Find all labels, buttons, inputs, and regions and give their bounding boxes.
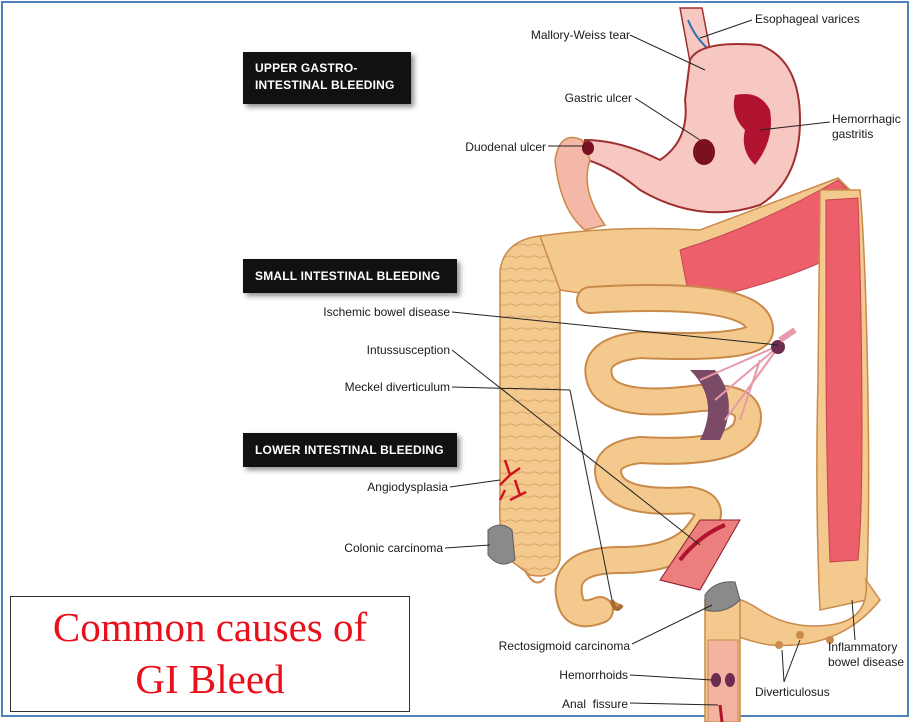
label-anal-fissure: Anal fissure	[561, 697, 628, 711]
label-colonic-carcinoma: Colonic carcinoma	[344, 541, 443, 555]
inflamed-descending	[825, 197, 863, 563]
small-intestinal-header-text: SMALL INTESTINAL BLEEDING	[255, 269, 441, 283]
label-ischemic-bowel-disease: Ischemic bowel disease	[323, 305, 450, 319]
label-hemorrhoids: Hemorrhoids	[559, 668, 628, 682]
label-rectosigmoid-carcinoma: Rectosigmoid carcinoma	[498, 639, 630, 653]
label-inflammatory-bowel-2: bowel disease	[828, 655, 905, 669]
colonic-carcinoma-mass	[487, 524, 516, 565]
label-diverticulosus: Diverticulosus	[755, 685, 830, 699]
diverticula	[775, 631, 834, 649]
label-meckel-diverticulum: Meckel diverticulum	[344, 380, 450, 394]
leader-lines	[444, 19, 856, 706]
stomach	[554, 7, 802, 231]
label-duodenal-ulcer: Duodenal ulcer	[465, 140, 546, 154]
meckel-diverticulum-pouch	[610, 599, 624, 611]
anal-canal	[707, 639, 739, 722]
caption-line2: GI Bleed	[135, 656, 285, 702]
lower-intestinal-header: LOWER INTESTINAL BLEEDING	[243, 433, 457, 467]
gastritis-patches	[733, 94, 771, 165]
lower-intestinal-header-text: LOWER INTESTINAL BLEEDING	[255, 443, 444, 457]
small-intestinal-header: SMALL INTESTINAL BLEEDING	[243, 259, 457, 293]
rectosigmoid-carcinoma-mass	[704, 581, 741, 612]
stomach-body	[578, 43, 802, 214]
label-mallory-weiss-tear: Mallory-Weiss tear	[530, 28, 630, 42]
gastric-ulcer-lesion	[693, 139, 715, 165]
small-intestine	[554, 284, 775, 628]
angiodysplasia-vessels	[498, 459, 527, 502]
label-angiodysplasia: Angiodysplasia	[367, 480, 448, 494]
ascending-colon	[498, 235, 561, 577]
label-inflammatory-bowel-1: Inflammatory	[828, 640, 898, 654]
upper-gi-header-line2: INTESTINAL BLEEDING	[255, 78, 395, 92]
label-intussusception: Intussusception	[366, 343, 450, 357]
label-gastric-ulcer: Gastric ulcer	[564, 91, 632, 105]
slide-caption: Common causes of GI Bleed	[10, 596, 410, 712]
intussusception	[659, 519, 741, 591]
ischemic-vessels	[690, 327, 797, 440]
upper-gi-header: UPPER GASTRO- INTESTINAL BLEEDING	[243, 52, 411, 104]
appendix	[524, 569, 546, 584]
duodenum	[554, 136, 607, 231]
label-esophageal-varices: Esophageal varices	[755, 12, 860, 26]
upper-gi-header-line1: UPPER GASTRO-	[255, 61, 358, 75]
duodenal-ulcer-lesion	[582, 141, 594, 155]
label-hemorrhagic-gastritis-2: gastritis	[832, 127, 874, 141]
caption-line1: Common causes of	[52, 604, 368, 650]
label-hemorrhagic-gastritis-1: Hemorrhagic	[832, 112, 901, 126]
